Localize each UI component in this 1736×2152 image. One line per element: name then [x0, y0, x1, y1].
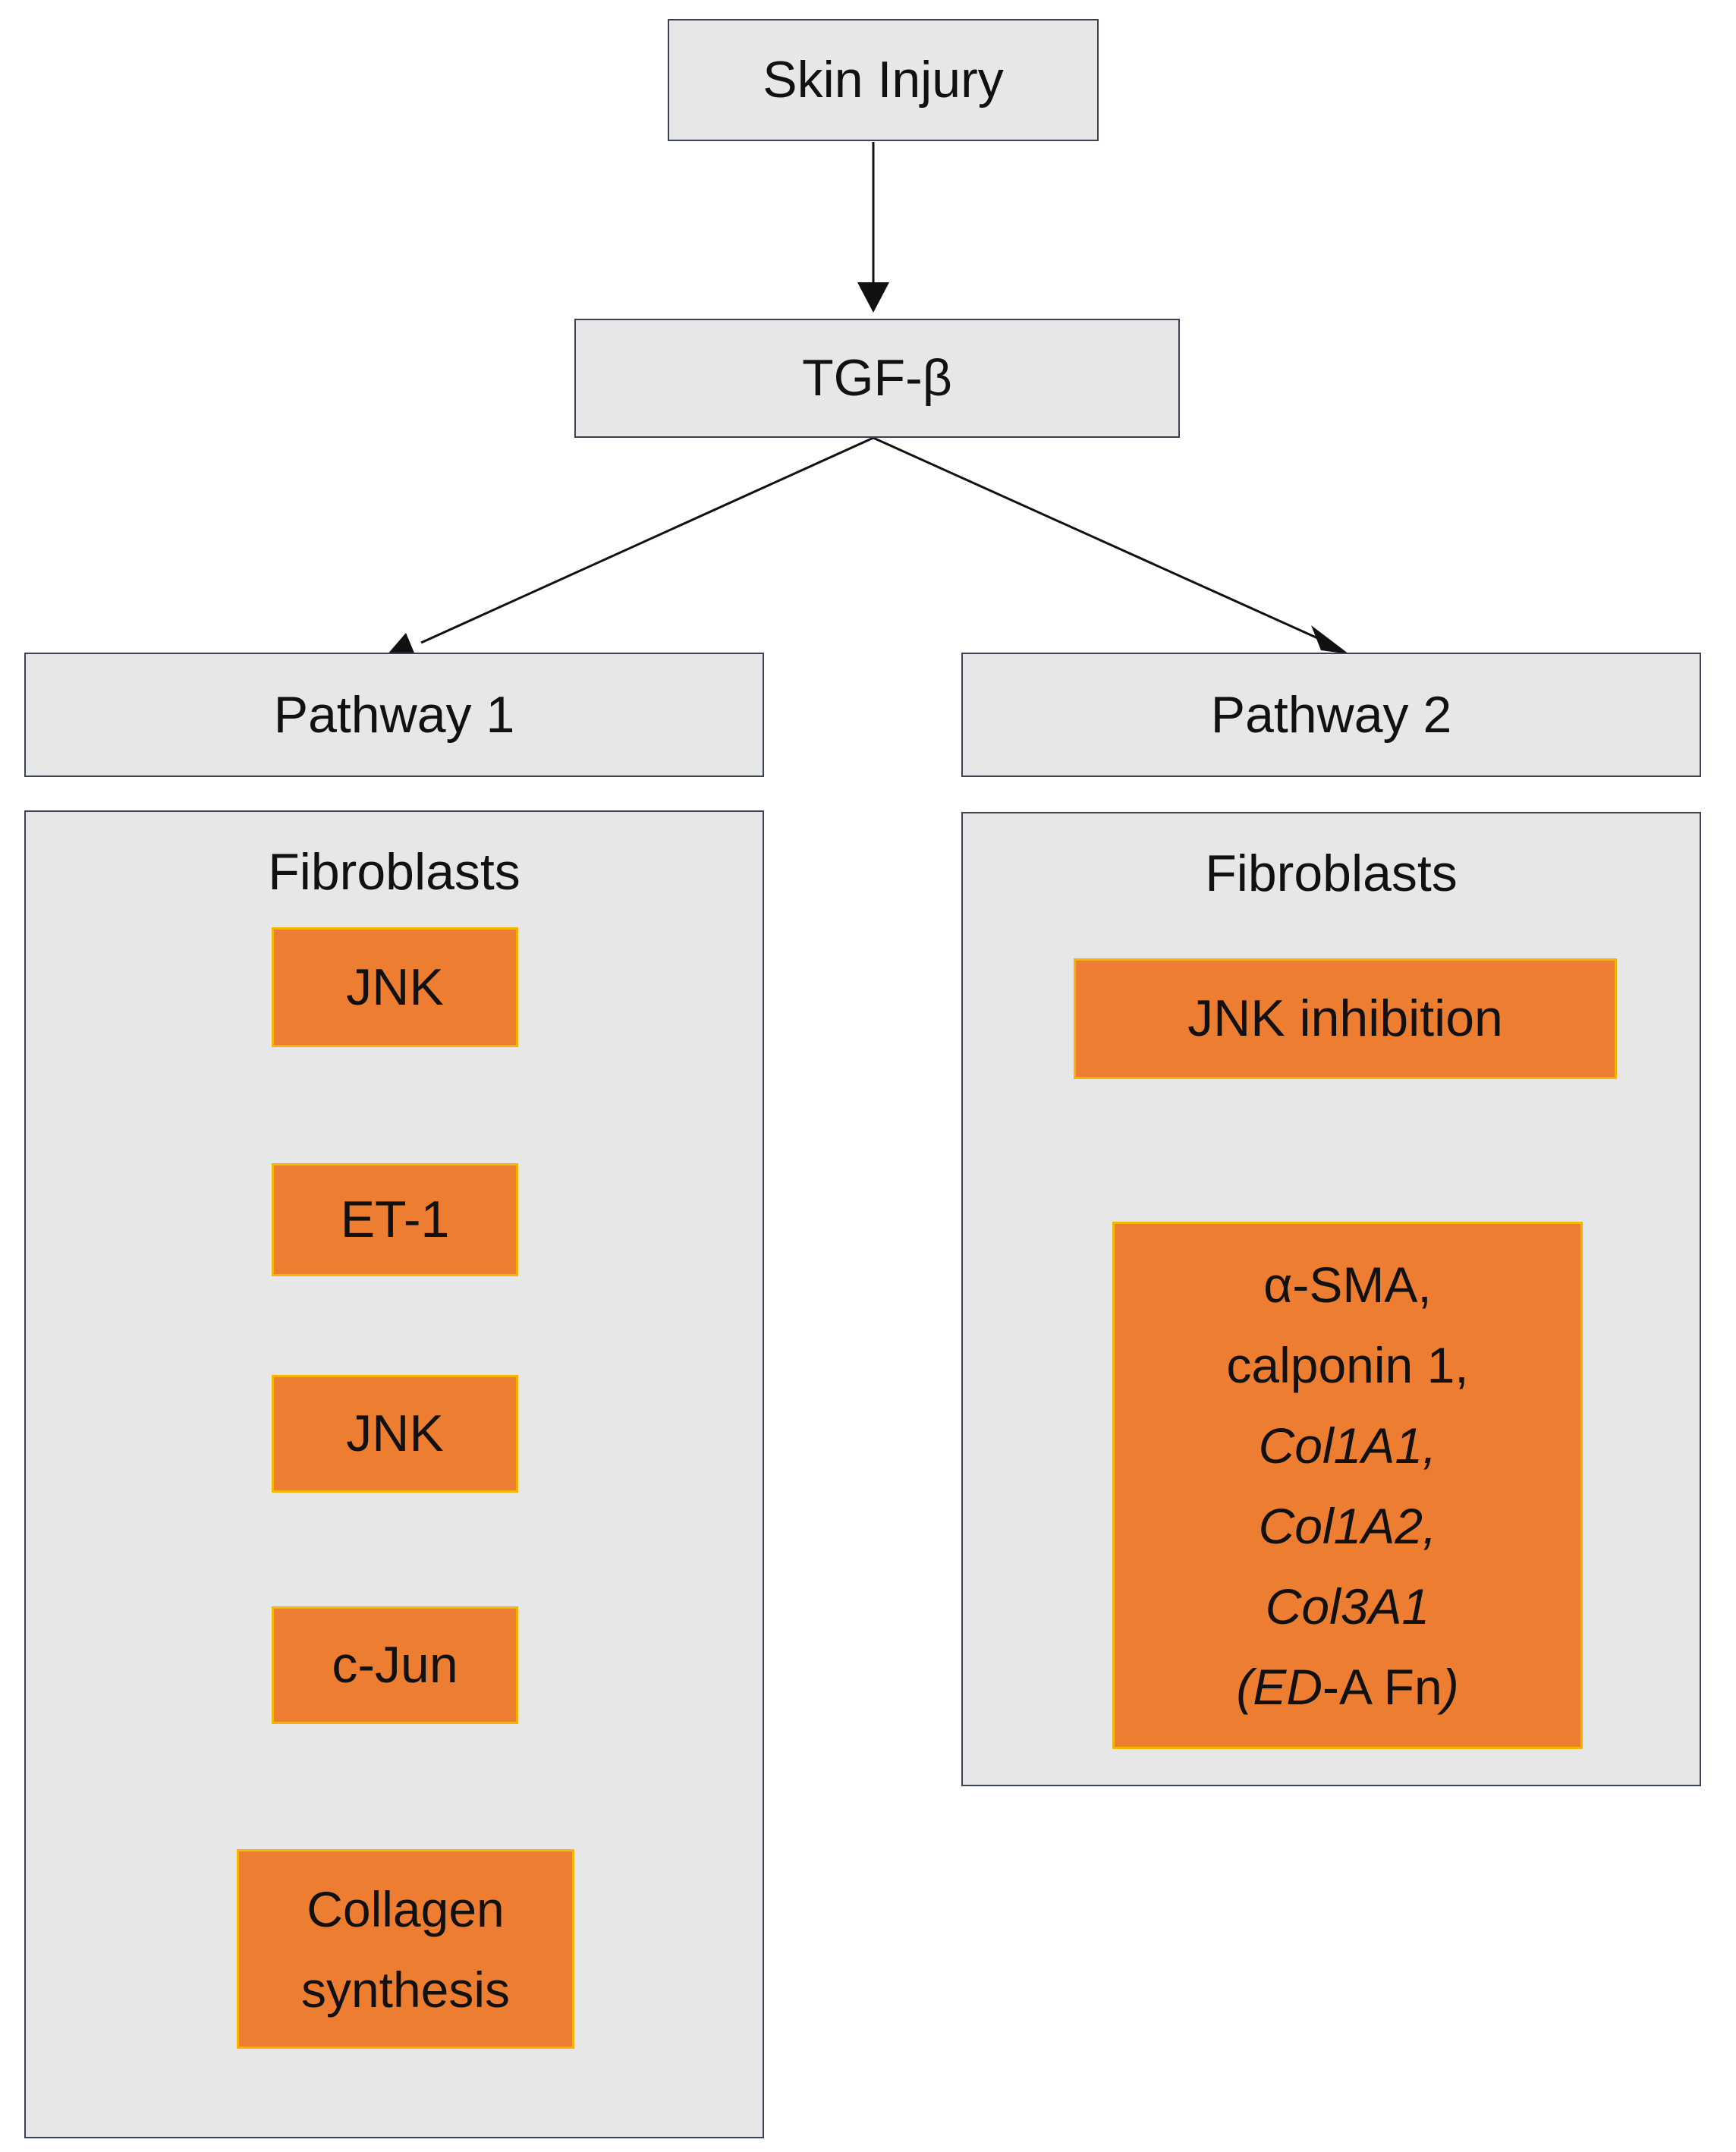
panel1-step-et1: ET-1	[272, 1163, 518, 1276]
arrowhead-pathway2	[1311, 625, 1349, 654]
tgf-beta-box: TGF-β	[574, 319, 1180, 438]
skin-injury-label: Skin Injury	[763, 51, 1004, 109]
arrow-tgf-to-pathway1	[420, 436, 874, 644]
panel1-step-jnk: JNK	[272, 927, 518, 1047]
ed-a-fn-open: (	[1236, 1658, 1253, 1715]
marker-col1a1: Col1A1,	[1258, 1417, 1437, 1474]
panel2-title: Fibroblasts	[1205, 845, 1458, 902]
arrow-tgf-to-pathway2	[873, 436, 1329, 644]
skin-injury-box: Skin Injury	[668, 19, 1099, 141]
marker-ed-a-fn: (ED-A Fn)	[1236, 1647, 1458, 1727]
jnk-inhibition-box: JNK inhibition	[1074, 958, 1617, 1079]
pathway1-box: Pathway 1	[24, 653, 764, 777]
marker-genes-box: α-SMA, calponin 1, Col1A1, Col1A2, Col3A…	[1112, 1222, 1583, 1749]
ed-a-fn-ed: ED	[1253, 1658, 1322, 1715]
marker-calponin: calponin 1,	[1226, 1336, 1469, 1393]
panel1-title: Fibroblasts	[268, 843, 520, 901]
panel1-step-label: JNK	[346, 958, 444, 1016]
pathway2-label: Pathway 2	[1210, 685, 1452, 744]
ed-a-fn-rest: -A Fn	[1322, 1658, 1442, 1715]
panel1-step-cjun: c-Jun	[272, 1606, 518, 1724]
panel1-step-label: c-Jun	[332, 1636, 458, 1694]
pathway1-label: Pathway 1	[273, 685, 515, 744]
collagen-line1: Collagen	[307, 1880, 505, 1937]
tgf-beta-label: TGF-β	[802, 349, 952, 407]
collagen-line2: synthesis	[300, 1961, 511, 2018]
panel1-step-label: JNK	[346, 1405, 444, 1463]
ed-a-fn-close: )	[1442, 1658, 1459, 1715]
panel1-collagen-synthesis: Collagen synthesis	[237, 1849, 574, 2049]
arrowhead-tgf	[857, 282, 889, 313]
marker-alpha-sma: α-SMA,	[1263, 1256, 1432, 1313]
panel1-step-jnk-2: JNK	[272, 1375, 518, 1493]
marker-col1a2: Col1A2,	[1258, 1497, 1437, 1554]
marker-col3a1: Col3A1	[1265, 1578, 1430, 1634]
panel1-step-label: ET-1	[340, 1191, 450, 1249]
pathway2-box: Pathway 2	[961, 653, 1701, 777]
jnk-inhibition-label: JNK inhibition	[1187, 989, 1503, 1048]
